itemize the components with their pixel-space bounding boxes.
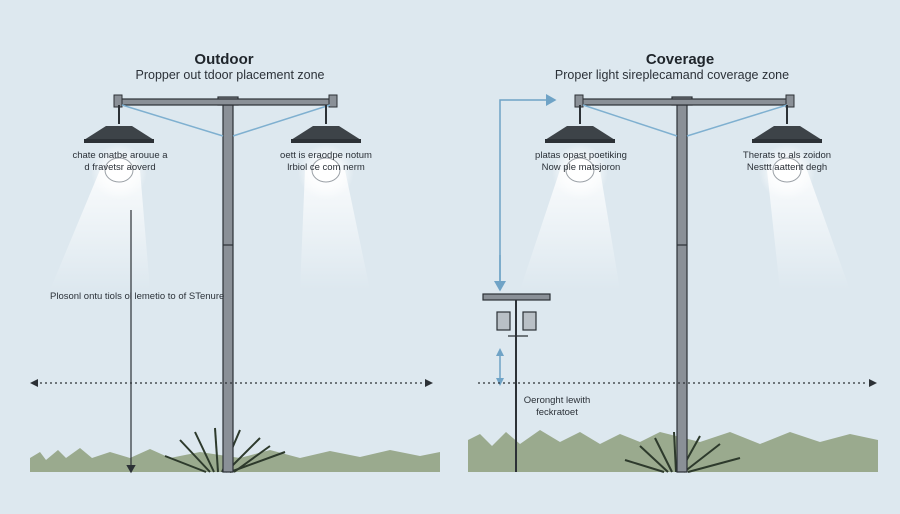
right-panel bbox=[468, 94, 878, 473]
caption-line: Therats to als zoidon bbox=[742, 150, 832, 161]
right-title: Coverage bbox=[645, 51, 715, 68]
right-lamp-b-caption: Therats to als zoidon Nesttt aattent deg… bbox=[743, 150, 831, 174]
plant-icon-right bbox=[624, 431, 741, 473]
left-title: Outdoor bbox=[194, 51, 254, 68]
right-bracket-note: Oeronght lewith feckratoet bbox=[524, 395, 591, 419]
right-lamp-b bbox=[752, 105, 822, 183]
note-line: Oeronght lewith bbox=[523, 395, 591, 406]
caption-line: oett is eraodpe notum bbox=[280, 150, 372, 161]
right-lamp-a-caption: platas opast poetiking Now ple matsjoron bbox=[535, 150, 627, 174]
right-pole bbox=[676, 103, 688, 473]
plant-icon bbox=[164, 427, 286, 473]
right-grass bbox=[468, 430, 878, 472]
caption-line: d fravetsr aoverd bbox=[84, 162, 156, 173]
left-light-cone-a bbox=[50, 170, 150, 290]
caption-line: platas opast poetiking bbox=[535, 150, 627, 161]
left-panel bbox=[30, 94, 440, 474]
caption-line: chate onatbe arouue a bbox=[72, 150, 168, 161]
left-subtitle: Propper out tdoor placement zone bbox=[135, 68, 325, 82]
left-crossarm bbox=[115, 98, 336, 106]
left-lamp-a-caption: chate onatbe arouue a d fravetsr aoverd bbox=[72, 150, 167, 174]
caption-line: Nesttt aattent degh bbox=[746, 162, 828, 173]
right-crossarm bbox=[576, 98, 793, 106]
right-subtitle: Proper light sireplecamand coverage zone bbox=[554, 68, 790, 82]
right-lamp-a bbox=[545, 105, 615, 183]
left-side-note: Plosonl ontu tiols ol lemetio to of STen… bbox=[50, 291, 225, 302]
note-line: feckratoet bbox=[536, 407, 578, 418]
blue-elbow-arrow bbox=[499, 94, 557, 290]
small-post bbox=[482, 293, 551, 472]
left-lamp-a bbox=[84, 105, 154, 183]
caption-line: lrbiol ce com nerm bbox=[287, 162, 365, 173]
right-light-cone-a bbox=[520, 170, 620, 290]
left-lamp-b-caption: oett is eraodpe notum lrbiol ce com nerm bbox=[280, 150, 372, 174]
left-pole bbox=[222, 103, 234, 473]
left-lamp-b bbox=[291, 105, 361, 183]
right-light-cone-b bbox=[767, 170, 850, 290]
left-light-cone-b bbox=[300, 170, 370, 290]
caption-line: Now ple matsjoron bbox=[541, 162, 621, 173]
left-grass bbox=[30, 448, 440, 472]
